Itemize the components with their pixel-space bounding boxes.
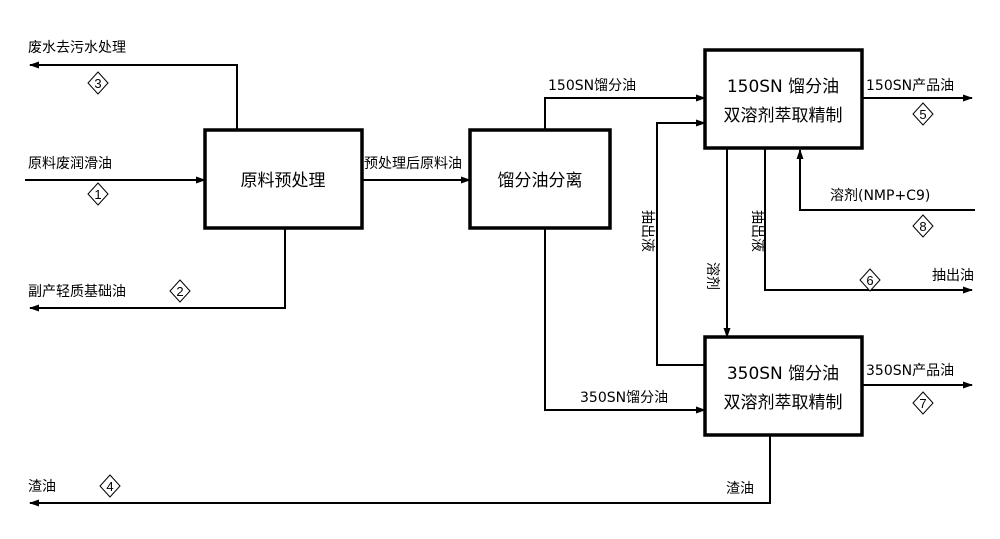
product350-label: 350SN产品油 [866,363,954,379]
byproduct-line [29,228,286,312]
extract-recycle-label: 抽出液 [639,210,655,252]
residue-vertical-label: 渣油 [726,481,754,497]
stream-marker-6: 6 [859,268,881,292]
svg-text:5: 5 [919,107,926,122]
extract-out-label: 抽出油 [932,268,974,284]
cut150-line [544,94,706,130]
refine350-label-2: 双溶剂萃取精制 [724,393,843,413]
svg-text:7: 7 [919,396,926,411]
refine350-label-1: 350SN 馏分油 [727,364,839,384]
wastewater-line [29,61,238,130]
stream-marker-2: 2 [169,279,191,303]
pretreat-box: 原料预处理 [203,128,364,230]
stream-marker-3: 3 [87,71,109,95]
byproduct-label: 副产轻质基础油 [28,283,126,300]
residue-out-label: 渣油 [28,479,56,495]
pretreat-label: 原料预处理 [241,171,326,191]
refine150-label-1: 150SN 馏分油 [727,77,839,97]
separate-label: 馏分油分离 [498,171,583,191]
extract-recycle-line [656,119,706,366]
stream-marker-5: 5 [912,102,934,126]
refine350-box: 350SN 馏分油 双溶剂萃取精制 [703,335,864,437]
svg-text:2: 2 [176,284,183,299]
solvent-in-line [796,149,975,211]
svg-text:1: 1 [94,187,101,202]
stream-marker-7: 7 [912,391,934,415]
residue-line [29,435,771,507]
stream-marker-4: 4 [99,474,121,498]
svg-text:4: 4 [106,479,113,494]
feed-label: 原料废润滑油 [28,155,112,172]
cut350-line [544,228,706,414]
svg-text:8: 8 [919,219,926,234]
cut150-label: 150SN馏分油 [548,78,636,94]
stream-marker-1: 1 [87,182,109,206]
svg-text:3: 3 [94,76,101,91]
refine150-label-2: 双溶剂萃取精制 [724,106,843,126]
solvent-in-label: 溶剂(NMP+C9) [830,188,930,204]
svg-text:6: 6 [866,273,873,288]
extract-out-line [764,148,973,294]
refine150-box: 150SN 馏分油 双溶剂萃取精制 [703,48,864,150]
product150-label: 150SN产品油 [866,78,954,94]
extract-down-label: 抽出液 [749,210,765,252]
pretreated-label: 预处理后原料油 [364,156,462,172]
solvent-down-label: 溶剂 [704,262,720,290]
stream-marker-8: 8 [912,214,934,238]
cut350-label: 350SN馏分油 [580,390,668,406]
separate-box: 馏分油分离 [468,128,612,230]
wastewater-label: 废水去污水处理 [28,40,126,56]
